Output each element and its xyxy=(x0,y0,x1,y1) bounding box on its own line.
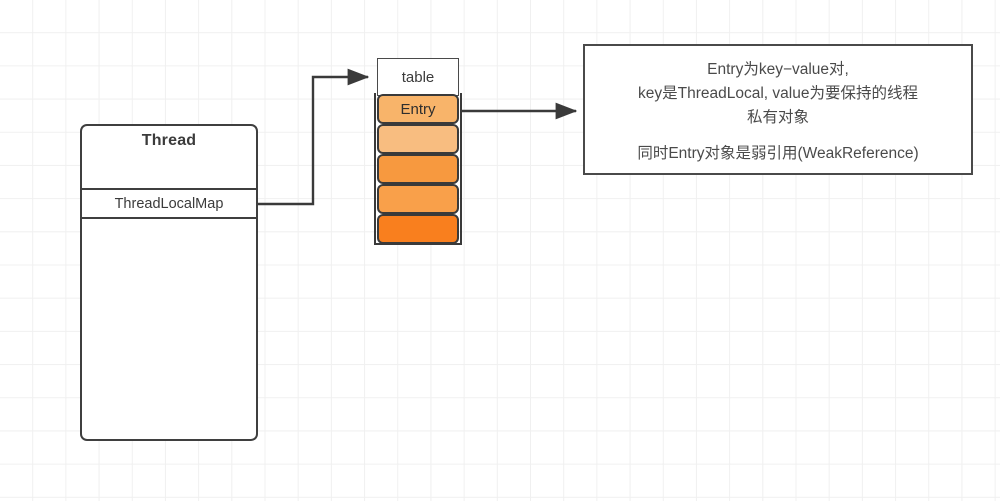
entry-cell[interactable] xyxy=(377,214,459,244)
note-line-1: Entry为key−value对, xyxy=(707,61,849,78)
entry-cell[interactable] xyxy=(377,184,459,214)
note-line-2: key是ThreadLocal, value为要保持的线程 xyxy=(638,85,918,102)
entry-cell-entry[interactable]: Entry xyxy=(377,94,459,124)
thread-title-label: Thread xyxy=(141,132,197,149)
thread-localmap-row: ThreadLocalMap xyxy=(82,190,256,219)
thread-empty-section xyxy=(82,219,256,439)
thread-title-cell: Thread xyxy=(82,126,256,190)
entry-stack: Entry xyxy=(377,94,459,244)
note-line-3: 私有对象 xyxy=(746,109,809,126)
entry-cell[interactable] xyxy=(377,124,459,154)
entry-cell-label: Entry xyxy=(400,100,436,118)
entry-cell[interactable] xyxy=(377,154,459,184)
table-header-box: table xyxy=(377,58,459,96)
note-line-4: 同时Entry对象是弱引用(WeakReference) xyxy=(637,145,919,162)
entry-stack-frame xyxy=(374,93,462,245)
thread-localmap-label: ThreadLocalMap xyxy=(114,195,224,212)
thread-class-box: Thread ThreadLocalMap xyxy=(80,124,258,441)
note-callout-box: Entry为key−value对, key是ThreadLocal, value… xyxy=(583,44,973,175)
table-header-label: table xyxy=(401,68,435,86)
